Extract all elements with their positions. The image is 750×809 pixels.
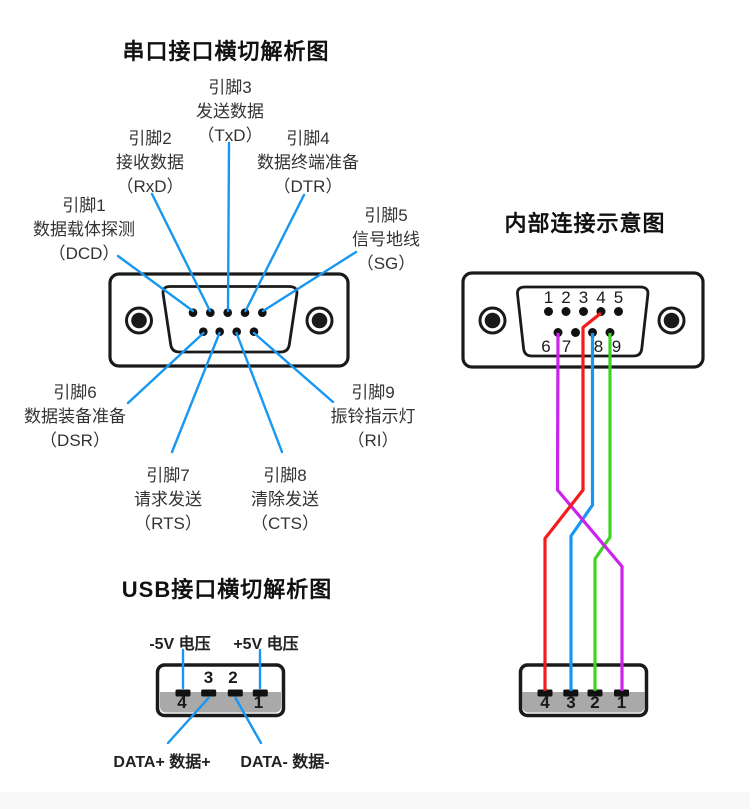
serial-pin6-label: 引脚6 数据装备准备 （DSR）	[24, 381, 126, 453]
wire-red-pin4	[543, 311, 603, 691]
usb-gray-band	[160, 692, 281, 713]
pin-label-line1: 引脚9	[351, 383, 395, 402]
pin-label-line2: 振铃指示灯	[330, 407, 416, 426]
usb-pins	[175, 689, 268, 697]
screw-hole-ring	[478, 306, 507, 335]
pin-label-line2: 清除发送	[251, 490, 319, 509]
serial-pin8-label: 引脚8 清除发送 （CTS）	[251, 464, 319, 536]
screw-hole-dot	[311, 312, 328, 329]
screw-hole-ring	[657, 306, 686, 335]
internal-section-title: 内部连接示意图	[504, 211, 666, 236]
pin-label-line3: （TxD）	[197, 126, 263, 145]
usb-left-number-2: 2	[228, 668, 238, 687]
db9-number-2: 2	[561, 288, 571, 307]
screw-hole-dot	[663, 312, 680, 329]
usb-connector-left	[155, 663, 286, 718]
pin-label-line1: 引脚8	[263, 466, 307, 485]
pin-label-line2: 发送数据	[196, 102, 264, 121]
pin-label-line2: 数据装备准备	[24, 407, 126, 426]
pin-label-line3: （RI）	[347, 431, 399, 450]
usb-right-number-3: 3	[566, 693, 576, 712]
wire-green-pin9	[593, 333, 612, 691]
serial-pin1-label: 引脚1 数据载体探测 （DCD）	[33, 194, 135, 266]
screw-hole-dot	[131, 312, 147, 329]
pin-label-line2: 数据载体探测	[33, 220, 135, 239]
usb-right-number-2: 2	[590, 693, 600, 712]
internal-wires	[543, 311, 624, 691]
usb-gray-band	[522, 692, 645, 713]
usb-left-number-4: 4	[177, 693, 187, 712]
pin-label-line3: （DCD）	[48, 244, 120, 263]
usb-right-number-1: 1	[616, 693, 627, 712]
pin-label-line2: 请求发送	[134, 490, 202, 509]
pin-label-line2: 接收数据	[116, 153, 184, 172]
screw-hole-dot	[484, 312, 501, 329]
serial-section-title: 串口接口横切解析图	[122, 39, 330, 64]
pin-label-line2: 数据终端准备	[257, 153, 359, 172]
serial-pin5-label: 引脚5 信号地线 （SG）	[352, 204, 420, 276]
db9-number-9: 9	[611, 337, 622, 356]
pin-label-line1: 引脚4	[286, 129, 330, 148]
usb-section-title: USB接口横切解析图	[121, 577, 333, 602]
pin-label-line1: 引脚1	[62, 196, 106, 215]
pin-label-line1: 引脚2	[128, 129, 172, 148]
serial-annotation-lines	[116, 141, 358, 454]
usb-minus5v-label: -5V 电压	[149, 636, 211, 653]
db9-number-3: 3	[578, 288, 589, 307]
db9-number-8: 8	[593, 337, 604, 356]
usb-data-plus-label: DATA+ 数据+	[113, 754, 211, 771]
pin-label-line3: （DTR）	[273, 177, 343, 196]
screw-hole-ring	[125, 306, 153, 335]
usb-left-number-3: 3	[203, 668, 214, 687]
db9-dshape	[516, 285, 650, 358]
pin-label-line1: 引脚7	[146, 466, 190, 485]
screw-hole-ring	[305, 306, 334, 335]
usb-annotation-lines	[166, 648, 263, 745]
usb-connector-right	[518, 663, 649, 718]
usb-pins	[537, 689, 629, 697]
serial-pin4-label: 引脚4 数据终端准备 （DTR）	[257, 127, 359, 199]
db9-number-7: 7	[561, 337, 572, 356]
db9-number-4: 4	[596, 288, 606, 307]
db9-number-6: 6	[541, 337, 551, 356]
internal-db9-connector	[461, 271, 705, 369]
serial-pin9-label: 引脚9 振铃指示灯 （RI）	[331, 381, 416, 453]
serial-pin7-label: 引脚7 请求发送 （RTS）	[134, 464, 202, 536]
db9-number-5: 5	[613, 288, 624, 307]
serial-pin2-label: 引脚2 接收数据 （RxD）	[116, 127, 184, 199]
usb-right-number-4: 4	[540, 693, 550, 712]
pin-label-line3: （SG）	[356, 254, 416, 273]
pin-label-line1: 引脚3	[208, 78, 252, 97]
usb-data-minus-label: DATA- 数据-	[240, 754, 330, 771]
pin-label-line3: （CTS）	[251, 514, 319, 533]
serial-pin3-label: 引脚3 发送数据 （TxD）	[196, 76, 264, 148]
pin-label-line3: （RTS）	[134, 514, 202, 533]
usb-left-number-1: 1	[253, 693, 264, 712]
pin-label-line2: 信号地线	[352, 230, 420, 249]
db9-pins	[544, 307, 623, 337]
footer-strip	[0, 792, 750, 809]
pin-label-line1: 引脚5	[364, 206, 408, 225]
usb-plus5v-label: +5V 电压	[233, 636, 299, 653]
wire-magenta-pin6	[555, 332, 624, 691]
serial-db9-connector	[108, 272, 350, 368]
pin-label-line3: （DSR）	[40, 431, 110, 450]
pin-label-line1: 引脚6	[53, 383, 97, 402]
db9-number-1: 1	[543, 288, 554, 307]
pin-label-line3: （RxD）	[116, 177, 184, 196]
